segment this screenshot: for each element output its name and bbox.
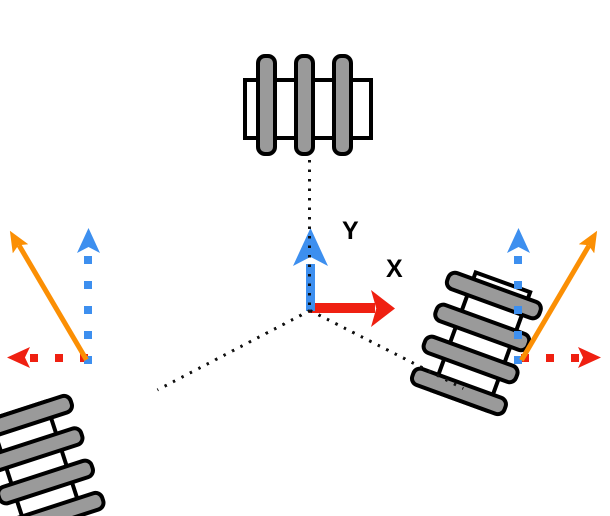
wheel-roller — [331, 54, 353, 156]
wheel-roller — [255, 54, 277, 156]
y-component-arrowhead-icon — [77, 228, 100, 253]
x-component-dotted-arrow-right — [521, 354, 579, 362]
guide-line-center-to-left-wheel — [156, 308, 311, 391]
guide-line-center-to-top-wheel — [307, 160, 311, 308]
x-component-dotted-arrow-left — [30, 354, 88, 362]
arrowhead-icon — [2, 226, 28, 253]
y-component-dotted-arrow-left — [84, 252, 92, 364]
y-axis-label: Y — [342, 217, 359, 245]
x-axis-label: X — [386, 255, 403, 283]
y-component-dotted-arrow-right — [514, 252, 522, 364]
y-component-arrowhead-icon — [507, 228, 530, 253]
x-axis-arrow-shaft — [309, 303, 375, 313]
y-axis-arrowhead-icon — [293, 228, 328, 266]
x-component-arrowhead-icon — [578, 347, 601, 368]
wheel-roller — [293, 54, 315, 156]
arrow-shaft — [16, 244, 89, 362]
y-axis-arrow-shaft — [306, 264, 315, 311]
x-component-arrowhead-icon — [7, 347, 30, 368]
